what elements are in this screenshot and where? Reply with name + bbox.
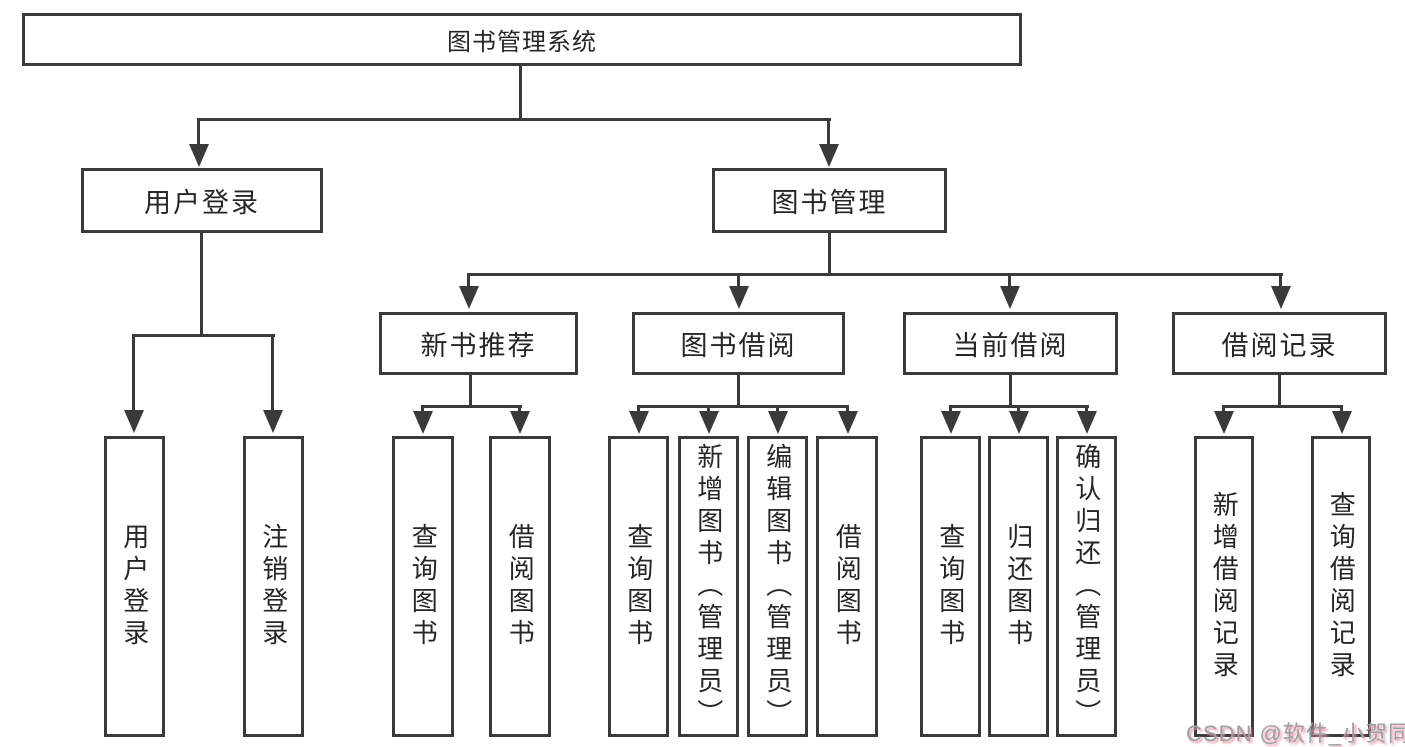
connector-line: [132, 334, 135, 412]
node-book-borrowing: 图书借阅: [632, 312, 845, 375]
leaf-query-borrow-record: 查询借阅记录: [1311, 436, 1371, 737]
leaf-add-book-admin: 新增图书（管理员）: [678, 436, 739, 737]
leaf-label: 注销登录: [258, 522, 289, 651]
connector-line: [776, 405, 779, 413]
connector-line: [1085, 405, 1088, 413]
connector-line: [469, 375, 472, 408]
leaf-borrow-books-borrowing: 借阅图书: [816, 436, 878, 737]
arrow-down-icon: [1214, 411, 1234, 434]
leaf-label: 用户登录: [119, 522, 150, 651]
arrow-down-icon: [413, 411, 433, 434]
arrow-down-icon: [1271, 286, 1291, 309]
leaf-confirm-return-admin: 确认归还（管理员）: [1056, 436, 1117, 737]
node-label: 图书管理: [771, 188, 888, 218]
node-label: 新书推荐: [420, 331, 537, 361]
leaf-label: 确认归还（管理员）: [1071, 442, 1102, 731]
arrow-down-icon: [699, 411, 719, 434]
leaf-borrow-books-recommend: 借阅图书: [489, 436, 551, 737]
node-borrowing-records: 借阅记录: [1172, 312, 1387, 375]
connector-line: [707, 405, 710, 413]
leaf-label: 新增借阅记录: [1209, 490, 1240, 683]
leaf-label: 归还图书: [1003, 522, 1034, 651]
node-label: 图书管理系统: [447, 29, 597, 56]
arrow-down-icon: [629, 411, 649, 434]
arrow-down-icon: [510, 411, 530, 434]
arrow-down-icon: [729, 286, 749, 309]
leaf-add-borrow-record: 新增借阅记录: [1194, 436, 1254, 737]
arrow-down-icon: [459, 286, 479, 309]
leaf-query-books-recommend: 查询图书: [392, 436, 454, 737]
arrow-down-icon: [1332, 411, 1352, 434]
leaf-label: 新增图书（管理员）: [693, 442, 724, 731]
connector-line: [1222, 405, 1343, 408]
connector-line: [271, 334, 274, 412]
leaf-logout: 注销登录: [243, 436, 304, 737]
connector-line: [198, 118, 831, 121]
csdn-watermark: CSDN @软件_小贺同学: [1186, 721, 1405, 746]
arrow-down-icon: [263, 410, 283, 433]
leaf-user-login: 用户登录: [104, 436, 165, 737]
connector-line: [421, 405, 424, 413]
connector-line: [132, 334, 275, 337]
leaf-label: 查询图书: [408, 522, 439, 651]
leaf-query-books-borrowing: 查询图书: [608, 436, 669, 737]
node-user-login: 用户登录: [81, 168, 323, 233]
connector-line: [467, 273, 1283, 276]
connector-line: [518, 405, 521, 413]
leaf-label: 编辑图书（管理员）: [762, 442, 793, 731]
connector-line: [467, 273, 470, 287]
node-library-system: 图书管理系统: [22, 13, 1022, 66]
leaf-label: 借阅图书: [832, 522, 863, 651]
arrow-down-icon: [838, 411, 858, 434]
leaf-return-book: 归还图书: [988, 436, 1049, 737]
connector-line: [1279, 273, 1282, 287]
connector-line: [737, 375, 740, 408]
arrow-down-icon: [1009, 411, 1029, 434]
connector-line: [200, 233, 203, 337]
connector-line: [1278, 375, 1281, 408]
arrow-down-icon: [124, 410, 144, 433]
connector-line: [846, 405, 849, 413]
connector-line: [519, 66, 522, 118]
connector-line: [827, 118, 830, 144]
connector-line: [1008, 273, 1011, 287]
connector-line: [1009, 375, 1012, 408]
node-current-borrowing: 当前借阅: [903, 312, 1118, 375]
leaf-query-books-current: 查询图书: [920, 436, 981, 737]
connector-line: [637, 405, 849, 408]
connector-line: [637, 405, 640, 413]
arrow-down-icon: [189, 144, 209, 167]
leaf-label: 查询图书: [623, 522, 654, 651]
node-label: 用户登录: [144, 188, 260, 218]
connector-line: [828, 233, 831, 276]
node-label: 图书借阅: [680, 331, 797, 361]
arrow-down-icon: [941, 411, 961, 434]
connector-line: [1222, 405, 1225, 413]
node-new-book-recommendation: 新书推荐: [379, 312, 578, 375]
node-label: 借阅记录: [1221, 331, 1338, 361]
connector-line: [197, 118, 200, 144]
leaf-label: 查询图书: [935, 522, 966, 651]
connector-line: [421, 405, 522, 408]
arrow-down-icon: [768, 411, 788, 434]
connector-line: [1340, 405, 1343, 413]
arrow-down-icon: [819, 144, 839, 167]
arrow-down-icon: [1077, 411, 1097, 434]
connector-line: [1017, 405, 1020, 413]
leaf-edit-book-admin: 编辑图书（管理员）: [747, 436, 808, 737]
leaf-label: 查询借阅记录: [1326, 490, 1357, 683]
connector-line: [737, 273, 740, 287]
leaf-label: 借阅图书: [505, 522, 536, 651]
arrow-down-icon: [1000, 286, 1020, 309]
node-book-management: 图书管理: [712, 168, 947, 233]
connector-line: [949, 405, 952, 413]
node-label: 当前借阅: [952, 331, 1069, 361]
